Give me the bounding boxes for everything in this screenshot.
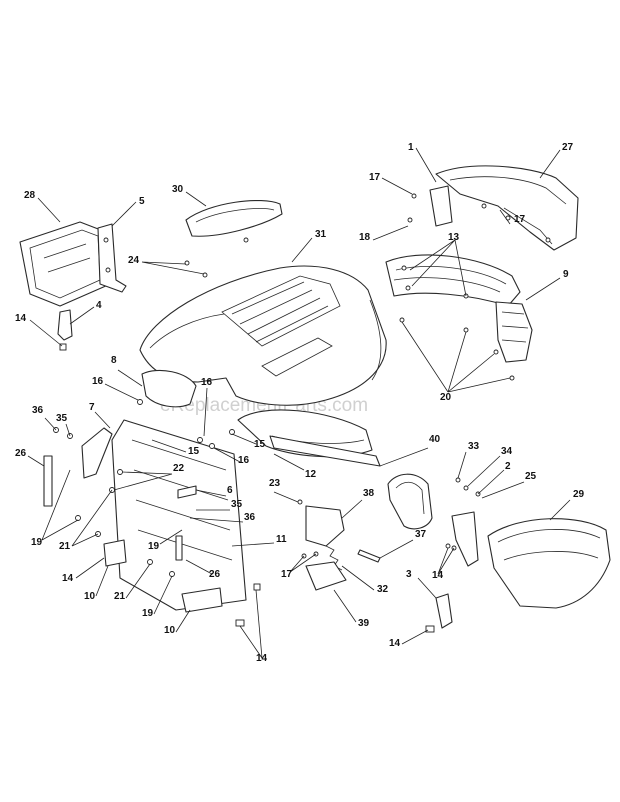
part-29-side-cover bbox=[487, 518, 611, 609]
callout-16: 16 bbox=[238, 455, 250, 466]
part-37-pin bbox=[357, 549, 381, 563]
callout-12: 12 bbox=[305, 469, 317, 480]
callout-8: 8 bbox=[111, 355, 117, 366]
part-2-bracket-right bbox=[451, 511, 479, 567]
callout-36: 36 bbox=[244, 512, 256, 523]
callout-21: 21 bbox=[114, 591, 126, 602]
callout-39: 39 bbox=[358, 618, 370, 629]
callout-3: 3 bbox=[406, 569, 412, 580]
callout-13: 13 bbox=[448, 232, 460, 243]
leader-lines bbox=[27, 147, 571, 659]
callout-5: 5 bbox=[139, 196, 145, 207]
callout-16: 16 bbox=[92, 376, 104, 387]
callout-36: 36 bbox=[32, 405, 44, 416]
callout-38: 38 bbox=[363, 488, 375, 499]
callout-40: 40 bbox=[429, 434, 441, 445]
part-11-rod bbox=[175, 535, 183, 561]
callout-35: 35 bbox=[56, 413, 68, 424]
part-1-bracket bbox=[407, 185, 453, 227]
callout-24: 24 bbox=[128, 255, 140, 266]
callout-6: 6 bbox=[227, 485, 233, 496]
callout-7: 7 bbox=[89, 402, 95, 413]
callout-32: 32 bbox=[377, 584, 389, 595]
callout-16: 16 bbox=[201, 377, 213, 388]
callout-26: 26 bbox=[209, 569, 221, 580]
part-14-screw-left bbox=[59, 343, 67, 351]
callout-4: 4 bbox=[96, 300, 102, 311]
callout-29: 29 bbox=[573, 489, 585, 500]
callout-25: 25 bbox=[525, 471, 537, 482]
part-28-dash-panel bbox=[19, 221, 109, 307]
callout-14: 14 bbox=[256, 653, 268, 664]
part-13-fender bbox=[385, 254, 521, 307]
part-36-35-hardware-left bbox=[53, 427, 73, 439]
part-24-screws bbox=[184, 260, 208, 278]
callout-30: 30 bbox=[172, 184, 184, 195]
part-20-screws bbox=[399, 317, 515, 381]
callout-21: 21 bbox=[59, 541, 71, 552]
callout-11: 11 bbox=[276, 534, 287, 545]
callout-14: 14 bbox=[432, 570, 444, 581]
callout-15: 15 bbox=[188, 446, 200, 457]
part-3-bracket bbox=[425, 593, 453, 633]
callout-14: 14 bbox=[62, 573, 74, 584]
part-27-rear-frame bbox=[435, 165, 579, 251]
callout-27: 27 bbox=[562, 142, 574, 153]
callout-10: 10 bbox=[84, 591, 96, 602]
callout-37: 37 bbox=[415, 529, 427, 540]
callout-19: 19 bbox=[148, 541, 160, 552]
callout-20: 20 bbox=[440, 392, 452, 403]
callout-31: 31 bbox=[315, 229, 327, 240]
callout-23: 23 bbox=[269, 478, 281, 489]
part-40-bumper bbox=[269, 435, 433, 530]
callout-19: 19 bbox=[142, 608, 154, 619]
part-12-grille bbox=[237, 409, 373, 458]
part-17-screws-latch bbox=[301, 551, 319, 559]
part-10-bracket bbox=[103, 539, 223, 613]
part-38-latch-bracket bbox=[297, 499, 345, 547]
part-4-bracket bbox=[57, 309, 73, 341]
callout-35: 35 bbox=[231, 499, 243, 510]
callout-19: 19 bbox=[31, 537, 43, 548]
callout-18: 18 bbox=[359, 232, 371, 243]
callout-17: 17 bbox=[281, 569, 293, 580]
part-7-front-grille bbox=[111, 419, 247, 611]
part-5-bracket bbox=[97, 223, 127, 293]
callout-34: 34 bbox=[501, 446, 513, 457]
callout-33: 33 bbox=[468, 441, 480, 452]
part-30-cover bbox=[185, 199, 283, 243]
part-39-latch-plate bbox=[305, 561, 347, 591]
callout-28: 28 bbox=[24, 190, 36, 201]
part-26-rod-left bbox=[43, 455, 53, 507]
callout-2: 2 bbox=[505, 461, 511, 472]
callout-1: 1 bbox=[408, 142, 414, 153]
callout-17: 17 bbox=[369, 172, 381, 183]
callout-22: 22 bbox=[173, 463, 185, 474]
part-6-bar bbox=[177, 485, 197, 499]
callout-14: 14 bbox=[15, 313, 27, 324]
callout-10: 10 bbox=[164, 625, 176, 636]
part-17-screws-right bbox=[481, 203, 511, 221]
part-9-side-panel bbox=[495, 301, 533, 363]
callout-26: 26 bbox=[15, 448, 27, 459]
callout-14: 14 bbox=[389, 638, 401, 649]
callout-9: 9 bbox=[563, 269, 569, 280]
part-31-hood bbox=[139, 265, 387, 406]
callout-15: 15 bbox=[254, 439, 266, 450]
part-7-bracket bbox=[81, 427, 113, 479]
callout-17: 17 bbox=[514, 214, 526, 225]
part-8-panel bbox=[141, 369, 197, 408]
part-15-16-hardware bbox=[137, 399, 235, 449]
